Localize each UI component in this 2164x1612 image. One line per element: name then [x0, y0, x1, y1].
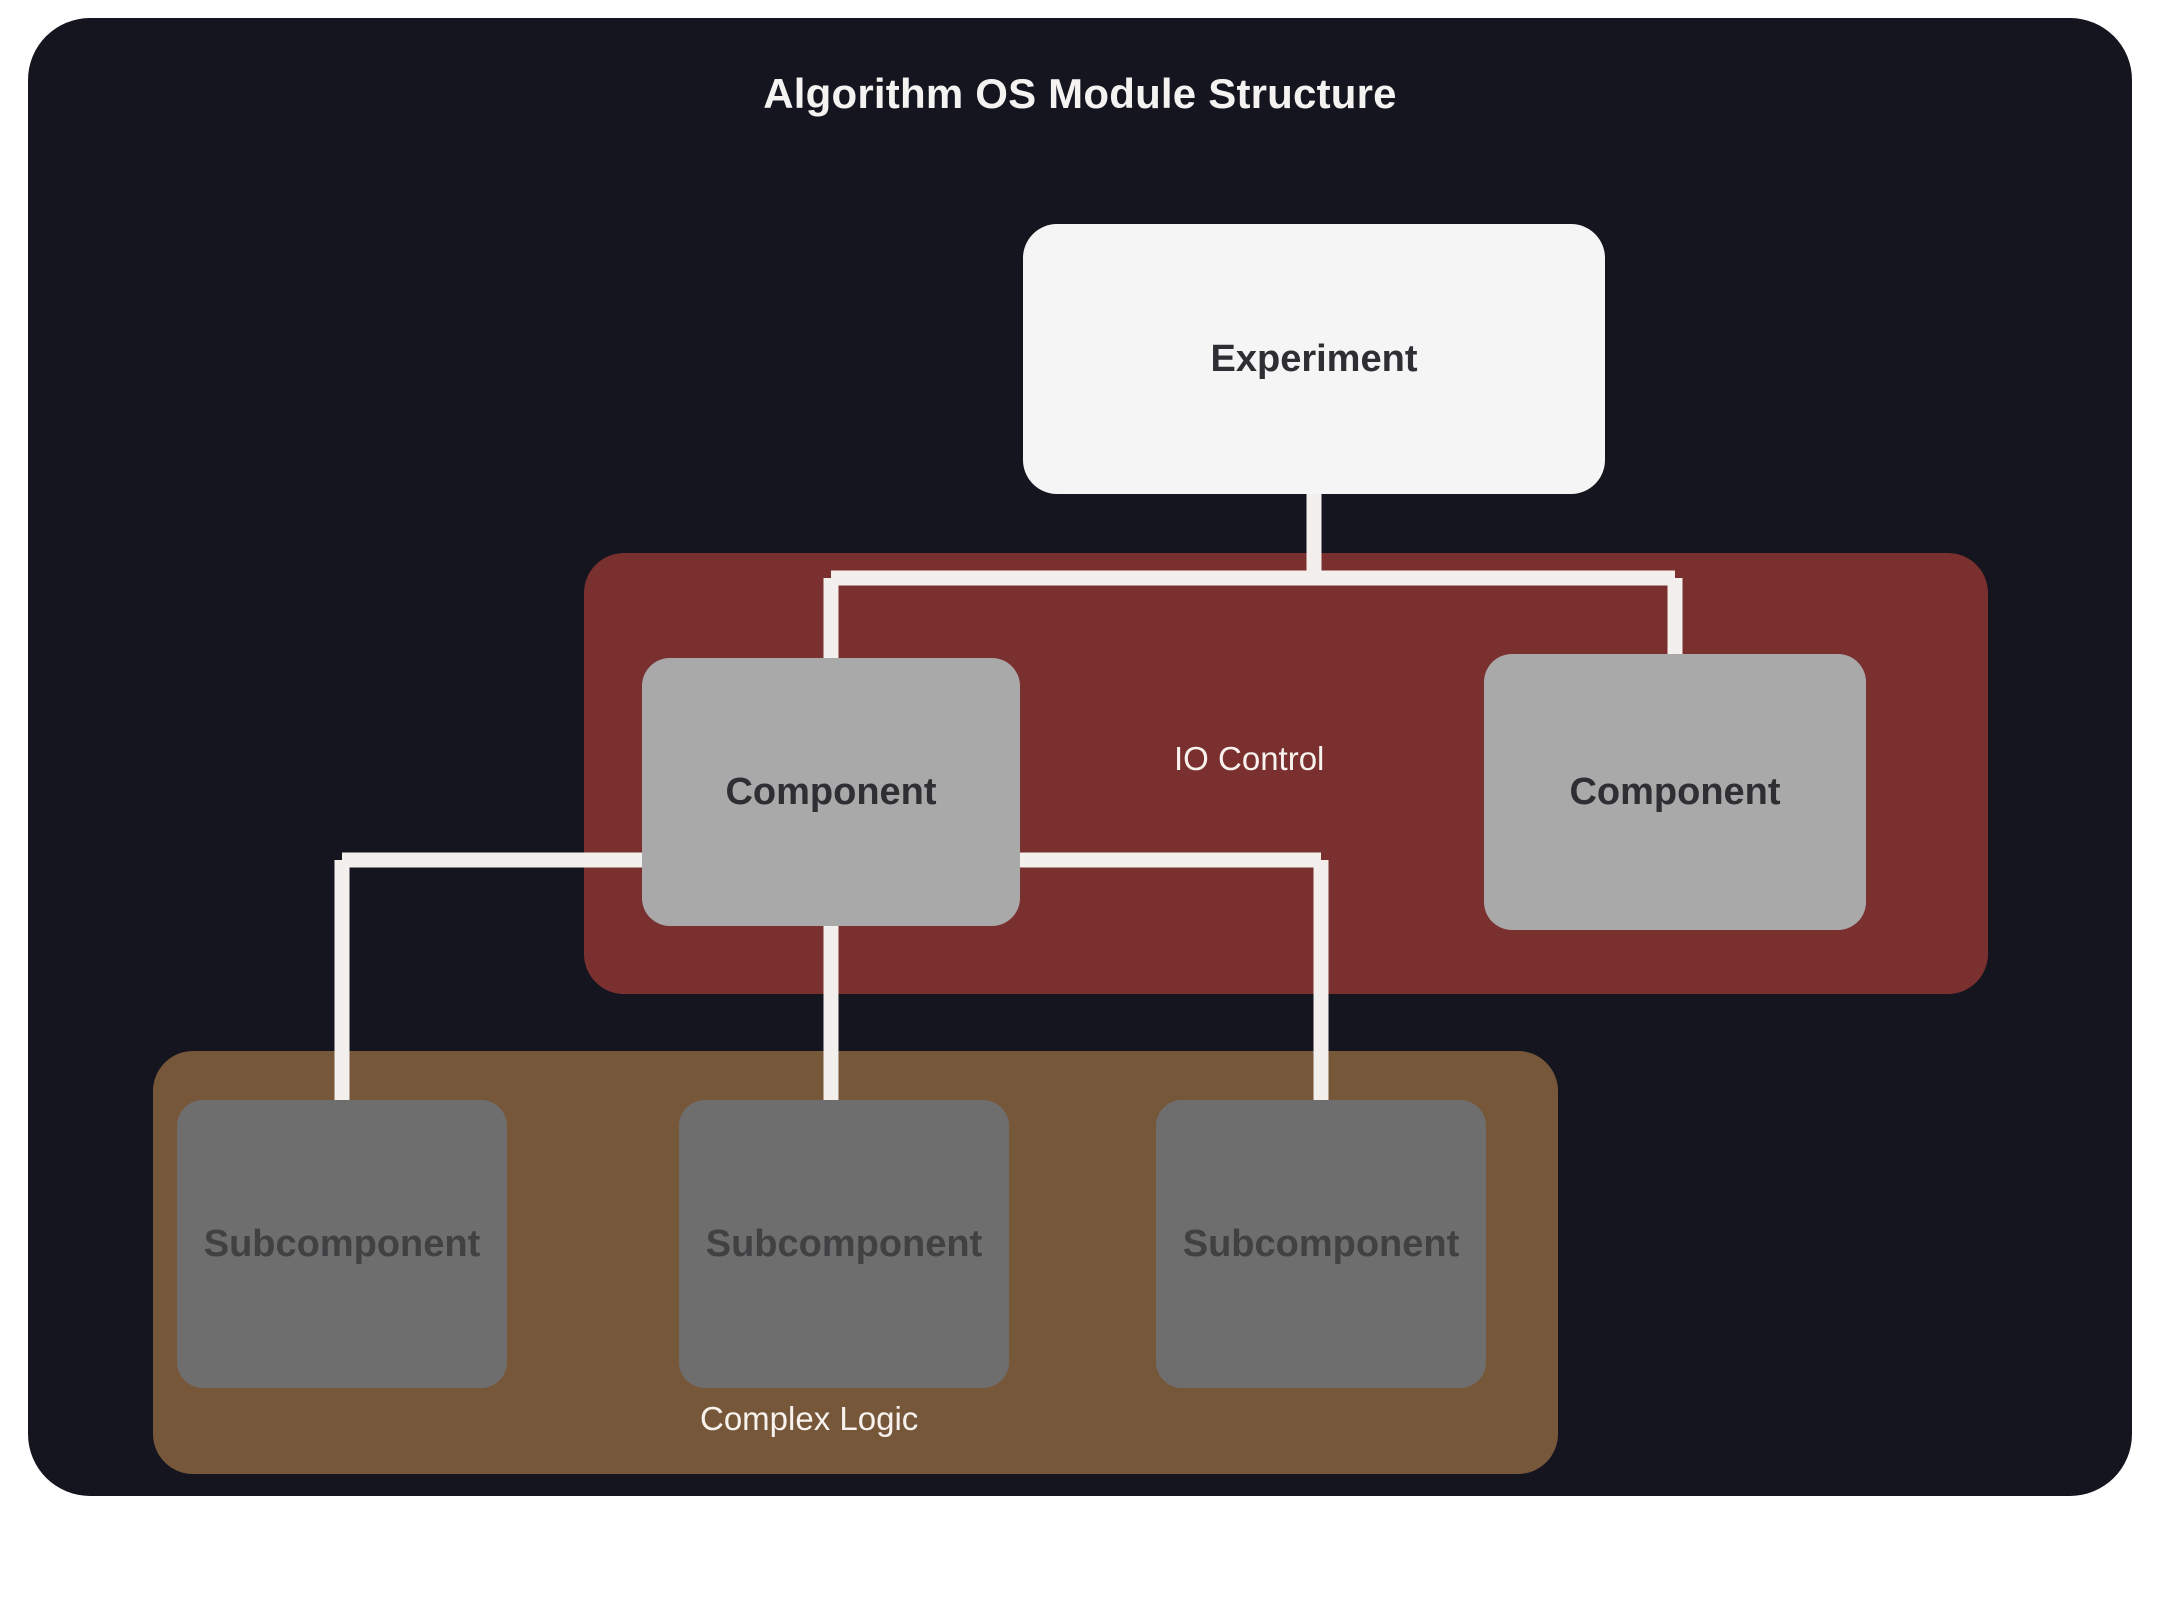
node-component-left[interactable]: Component [642, 658, 1020, 926]
node-component-right[interactable]: Component [1484, 654, 1866, 930]
page-title: Algorithm OS Module Structure [763, 70, 1397, 117]
group-label-io-control: IO Control [1174, 740, 1325, 777]
node-subcomponent-1[interactable]: Subcomponent [177, 1100, 507, 1388]
group-label-complex-logic: Complex Logic [700, 1400, 919, 1437]
node-subcomponent-3[interactable]: Subcomponent [1156, 1100, 1486, 1388]
node-experiment[interactable]: Experiment [1023, 224, 1605, 494]
node-subcomponent-2[interactable]: Subcomponent [679, 1100, 1009, 1388]
